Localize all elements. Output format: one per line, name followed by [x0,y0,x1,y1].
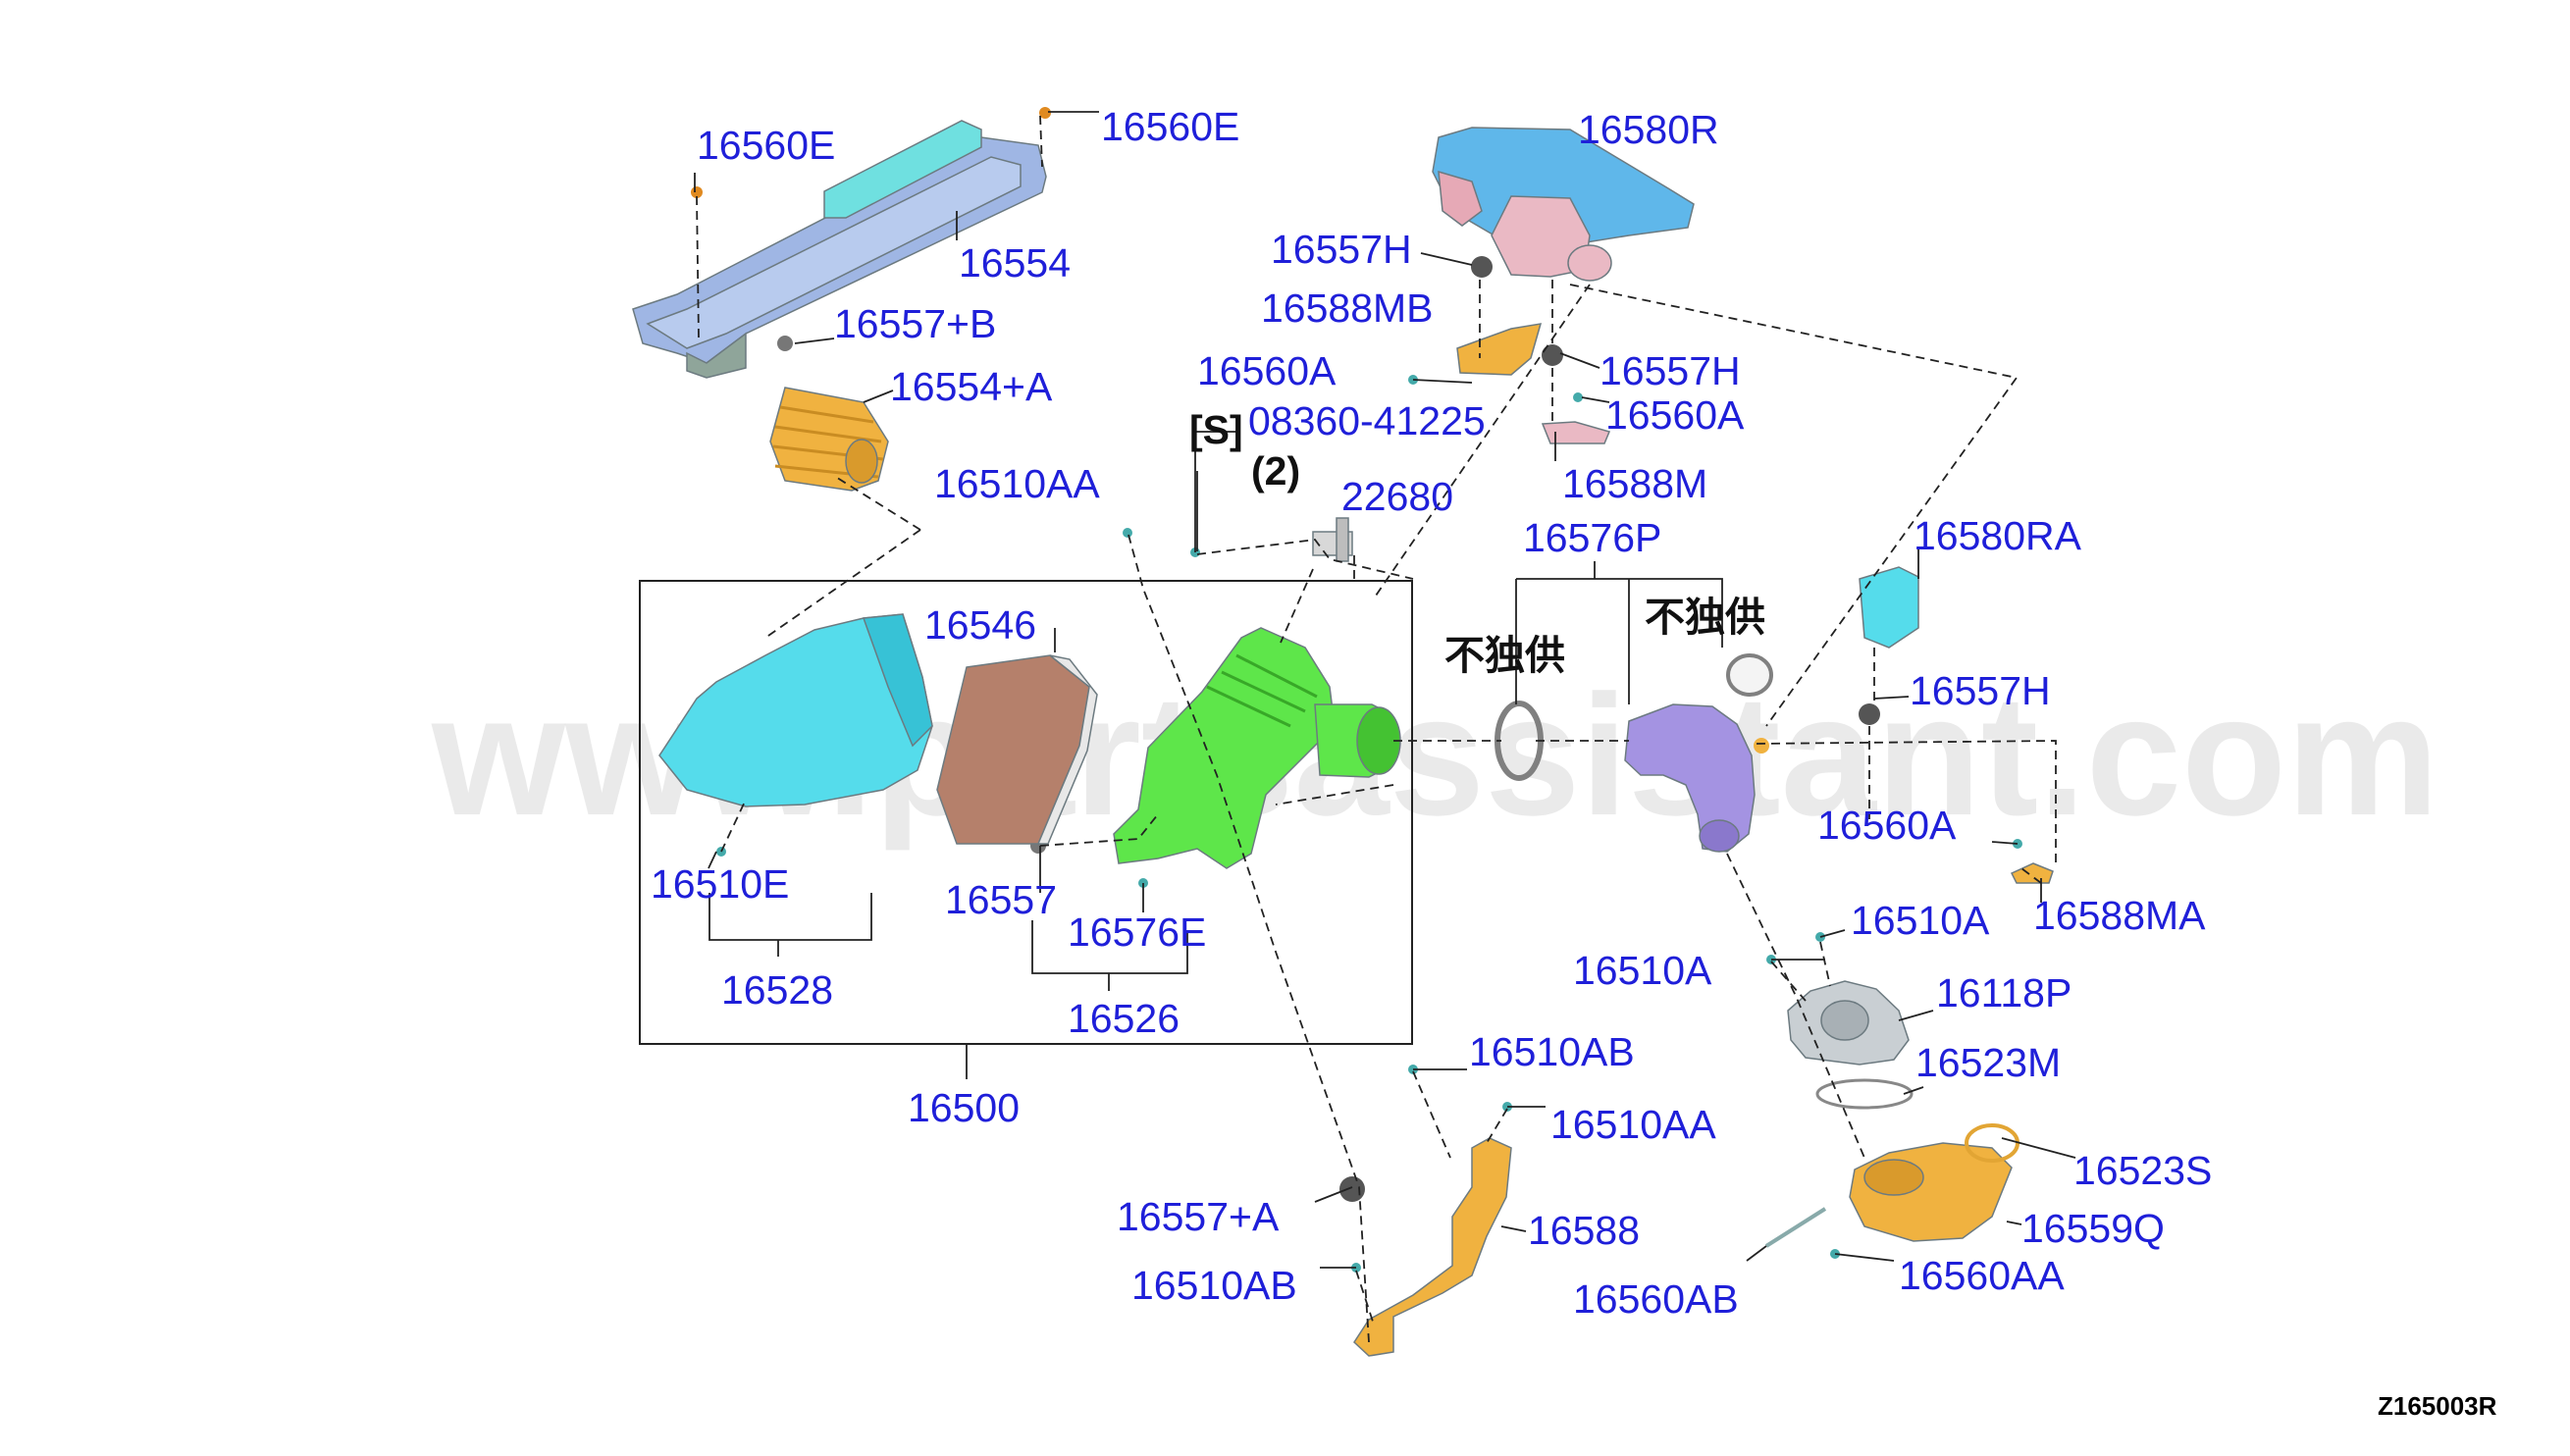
part-clamp-right[interactable] [1726,653,1773,697]
label-16510AB-lower[interactable]: 16510AB [1131,1263,1297,1308]
part-snorkel-16580R[interactable] [1432,127,1695,282]
label-16560A-right[interactable]: 16560A [1817,803,1957,848]
label-16546[interactable]: 16546 [924,602,1036,648]
label-16560A-upper[interactable]: 16560A [1197,348,1337,393]
label-16557H-mid[interactable]: 16557H [1600,348,1741,393]
part-cover-16528[interactable] [658,613,933,807]
label-16557H-right[interactable]: 16557H [1910,668,2051,713]
clip-16560E-left[interactable] [691,186,703,198]
part-throttle-body-16118P[interactable] [1787,980,1910,1066]
label-16560E-right[interactable]: 16560E [1101,104,1239,149]
label-16523M[interactable]: 16523M [1915,1040,2061,1085]
part-resonator-16559Q[interactable] [1849,1142,2013,1242]
part-bracket-16588M[interactable] [1541,421,1611,444]
label-16528[interactable]: 16528 [721,967,833,1013]
label-16118P[interactable]: 16118P [1936,970,2072,1015]
grommet-16557B[interactable] [777,336,793,351]
diagram-code: Z165003R [2378,1391,2497,1421]
label-16580RA[interactable]: 16580RA [1914,513,2082,558]
part-sensor-22680[interactable] [1312,517,1353,562]
label-16560E-left[interactable]: 16560E [697,123,835,168]
grommet-16557H-right[interactable] [1859,703,1880,725]
label-22680[interactable]: 22680 [1341,474,1453,519]
label-16557B[interactable]: 16557+B [834,301,996,346]
label-16557H-upper[interactable]: 16557H [1271,227,1412,272]
part-gasket-16523M[interactable] [1815,1078,1914,1110]
part-housing-16526[interactable] [1113,627,1401,869]
label-16523S[interactable]: 16523S [2073,1148,2212,1193]
label-16560AA[interactable]: 16560AA [1899,1253,2065,1298]
label-16510AA-lower[interactable]: 16510AA [1550,1102,1716,1147]
label-16588[interactable]: 16588 [1528,1208,1640,1253]
label-16554[interactable]: 16554 [959,240,1071,286]
grommet-16557H-mid[interactable] [1542,344,1563,366]
label-16576E[interactable]: 16576E [1068,910,1206,955]
label-service-note-S: [S] [1189,407,1243,452]
part-boot-16554A[interactable] [769,387,889,492]
label-08360-41225[interactable]: 08360-41225 [1248,398,1486,443]
grommet-16557H-upper[interactable] [1471,256,1493,278]
label-16588MB[interactable]: 16588MB [1261,286,1434,331]
part-air-duct-16554[interactable] [632,120,1047,379]
label-16560AB[interactable]: 16560AB [1573,1276,1739,1322]
label-16526[interactable]: 16526 [1068,996,1180,1041]
label-not-sold-separately-right: 不独供 [1645,595,1765,640]
label-16559Q[interactable]: 16559Q [2021,1206,2165,1251]
part-bracket-16588MA[interactable] [2010,862,2054,884]
bolt-16560AB[interactable] [1764,1207,1827,1248]
label-16588MA[interactable]: 16588MA [2033,893,2206,938]
label-16510E[interactable]: 16510E [651,861,789,907]
air-cleaner-assembly-box [639,580,1413,1045]
label-16510A-left[interactable]: 16510A [1573,948,1712,993]
part-block-16580RA[interactable] [1859,566,1919,649]
label-16554A[interactable]: 16554+A [890,364,1053,409]
label-16557[interactable]: 16557 [945,877,1057,922]
part-bracket-16588MB[interactable] [1456,323,1543,376]
clip-16560E-right[interactable] [1039,107,1051,119]
label-16557A[interactable]: 16557+A [1117,1194,1280,1239]
label-16510AB-upper[interactable]: 16510AB [1469,1029,1635,1074]
grommet-16557A[interactable] [1339,1176,1365,1202]
label-16500[interactable]: 16500 [908,1085,1020,1130]
label-16588M[interactable]: 16588M [1562,461,1707,506]
label-16580R[interactable]: 16580R [1578,107,1719,152]
label-16560A-mid[interactable]: 16560A [1605,392,1745,438]
part-hose-16576P[interactable] [1624,703,1769,853]
part-filter-16546[interactable] [936,654,1098,845]
label-16510A-right[interactable]: 16510A [1851,898,1990,943]
label-quantity-2: (2) [1251,448,1300,494]
label-16576P[interactable]: 16576P [1523,515,1661,560]
label-16510AA-upper[interactable]: 16510AA [934,461,1100,506]
part-bracket-16588[interactable] [1353,1137,1512,1357]
label-not-sold-separately-left: 不独供 [1444,633,1565,678]
